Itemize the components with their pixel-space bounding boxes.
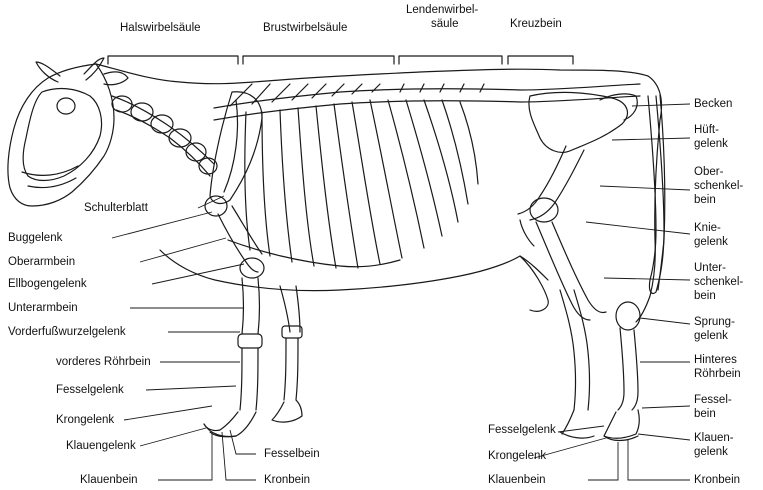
label-hock-1: Sprung- xyxy=(694,316,735,329)
label-hip-1: Hüft- xyxy=(694,124,719,137)
label-claw-bone: Klauenbein xyxy=(80,474,138,487)
label-tibia-2: schenkel- xyxy=(694,276,743,289)
label-pelvis: Becken xyxy=(694,98,732,111)
back-spine xyxy=(214,84,640,120)
label-pastern-bone: Fesselbein xyxy=(264,448,320,461)
label-tibia-3: bein xyxy=(694,290,716,303)
neck-vertebrae xyxy=(112,96,217,176)
label-femur-2: schenkel- xyxy=(694,180,743,193)
label-hind-claw-bone: Klauenbein xyxy=(488,474,546,487)
label-tibia-1: Unter- xyxy=(694,262,726,275)
label-lumbar-spine-2: säule xyxy=(431,18,459,31)
label-shoulder-joint: Buggelenk xyxy=(8,232,62,245)
label-femur-3: bein xyxy=(694,194,716,207)
label-pastern-2: bein xyxy=(694,408,716,421)
skull xyxy=(23,89,101,181)
udder-outline xyxy=(520,256,548,311)
label-front-cannon: vorderes Röhrbein xyxy=(56,356,151,369)
label-knee-1: Knie- xyxy=(694,222,721,235)
horn-right xyxy=(84,58,104,80)
label-claw-joint-2: gelenk xyxy=(694,446,728,459)
label-upper-arm: Oberarmbein xyxy=(8,256,75,269)
horn-left xyxy=(36,62,60,82)
label-coronet-bone: Kronbein xyxy=(264,474,310,487)
front-leg xyxy=(204,196,302,437)
elbow-joint xyxy=(240,258,264,278)
sternum xyxy=(228,240,400,267)
label-hock-2: gelenk xyxy=(694,330,728,343)
label-hind-coronet: Krongelenk xyxy=(488,450,546,463)
label-fetlock: Fesselgelenk xyxy=(56,384,124,397)
label-knee-2: gelenk xyxy=(694,236,728,249)
label-hip-2: gelenk xyxy=(694,138,728,151)
label-claw-joint-1: Klauen- xyxy=(694,432,734,445)
label-carpus: Vorderfußwurzelgelenk xyxy=(8,326,126,339)
label-coronet: Krongelenk xyxy=(56,414,114,427)
label-hind-fetlock: Fesselgelenk xyxy=(488,424,556,437)
bracket-neck xyxy=(108,56,238,64)
spine-brackets xyxy=(108,56,573,64)
label-rear-cannon-1: Hinteres xyxy=(694,354,737,367)
label-forearm: Unterarmbein xyxy=(8,302,78,315)
carpus-joint xyxy=(238,334,262,348)
label-femur-1: Ober- xyxy=(694,166,723,179)
label-hind-coronet-bone: Kronbein xyxy=(694,474,740,487)
tail-outline xyxy=(648,96,664,294)
jaw xyxy=(22,166,78,188)
belly-outline xyxy=(160,250,548,291)
label-claw-joint: Klauengelenk xyxy=(66,440,136,453)
label-lumbar-spine-1: Lendenwirbel- xyxy=(406,4,478,17)
knee-cap xyxy=(530,198,558,222)
label-elbow: Ellbogengelenk xyxy=(8,278,87,291)
eye-socket xyxy=(57,98,75,114)
label-neck-spine: Halswirbelsäule xyxy=(120,22,201,35)
label-chest-spine: Brustwirbelsäule xyxy=(263,22,347,35)
hind-leg xyxy=(518,146,640,441)
bracket-sacrum xyxy=(508,56,573,64)
ribs xyxy=(245,100,478,268)
label-sacrum: Kreuzbein xyxy=(510,18,562,31)
hock-joint xyxy=(616,302,640,330)
bracket-lumbar xyxy=(399,56,502,64)
label-shoulder-blade: Schulterblatt xyxy=(84,202,148,215)
label-pastern-1: Fessel- xyxy=(694,394,732,407)
bracket-chest xyxy=(243,56,394,64)
label-rear-cannon-2: Röhrbein xyxy=(694,368,741,381)
